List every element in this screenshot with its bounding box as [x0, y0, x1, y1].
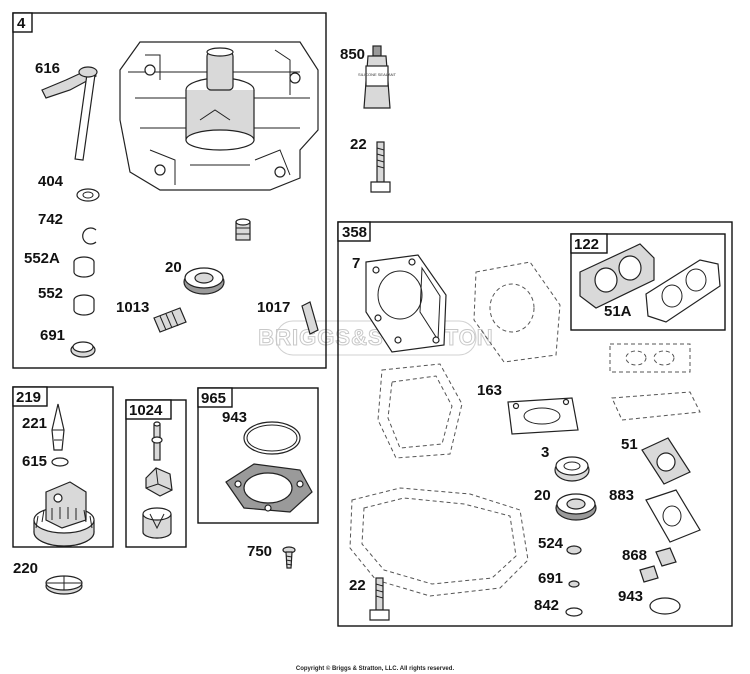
crankcase-gasket-dashed	[349, 487, 529, 597]
cylinder-head-gasket-7	[365, 254, 447, 353]
seal-691-b	[568, 580, 580, 588]
briggs-watermark: BRIGGS&STRATTON	[258, 320, 493, 356]
valve-cover-gasket-dashed	[377, 363, 463, 459]
governor-shaft-616	[41, 66, 98, 161]
label-742: 742	[38, 211, 63, 228]
label-943-b: 943	[618, 588, 643, 605]
crankcase-sump-drawing	[119, 41, 319, 191]
washer-524	[566, 545, 582, 555]
exhaust-gasket-51a	[645, 259, 721, 323]
group-1024-tag	[125, 399, 172, 420]
watermark-text: BRIGGS&STRATTON	[258, 325, 493, 350]
label-22-b: 22	[349, 577, 366, 594]
washer-404	[76, 188, 100, 202]
label-1017: 1017	[257, 299, 290, 316]
group-358: 358 7 122 51A	[337, 221, 733, 627]
label-3: 3	[541, 444, 549, 461]
bolt-22-b	[369, 577, 390, 621]
label-22-a: 22	[350, 136, 367, 153]
bushing-552	[73, 294, 95, 316]
sealant-tube-850: SILICONE SEALANT	[358, 45, 397, 109]
group-965-number: 965	[201, 390, 226, 407]
label-842: 842	[534, 597, 559, 614]
oil-seal-3	[554, 456, 590, 482]
gasket-outline-dashed	[473, 261, 561, 363]
label-51a: 51A	[604, 303, 632, 320]
tube-label: SILICONE SEALANT	[358, 72, 397, 77]
plug-part	[235, 218, 251, 241]
label-524: 524	[538, 535, 564, 552]
group-122-tag	[570, 233, 608, 254]
label-615: 615	[22, 453, 47, 470]
intake-gaskets-dashed	[609, 343, 701, 421]
dipstick-seal-1017	[301, 301, 319, 335]
o-ring-943-b	[649, 597, 681, 615]
group-1024: 1024	[125, 399, 187, 548]
group-219-frame	[12, 386, 114, 548]
label-221: 221	[22, 415, 47, 432]
label-691-b: 691	[538, 570, 563, 587]
seal-691-a	[70, 341, 96, 358]
group-219: 219 221 615	[12, 386, 114, 548]
label-883: 883	[609, 487, 634, 504]
label-691-a: 691	[40, 327, 65, 344]
lifter-part	[142, 507, 172, 539]
label-943-a: 943	[222, 409, 247, 426]
label-220: 220	[13, 560, 38, 577]
label-552a: 552A	[24, 250, 60, 267]
group-219-tag	[12, 386, 48, 407]
label-868: 868	[622, 547, 647, 564]
label-616: 616	[35, 60, 60, 77]
group-4-tag	[12, 12, 33, 33]
washer-615	[51, 457, 69, 467]
governor-gear-220	[45, 575, 83, 595]
group-122-number: 122	[574, 236, 599, 253]
label-750: 750	[247, 543, 272, 560]
gasket-51	[641, 437, 691, 485]
label-552: 552	[38, 285, 63, 302]
group-965-frame	[197, 387, 319, 524]
label-20-b: 20	[534, 487, 551, 504]
pin-part	[151, 421, 163, 461]
label-51: 51	[621, 436, 638, 453]
group-965-tag	[197, 387, 233, 408]
group-358-number: 358	[342, 224, 367, 241]
cam-follower-part	[145, 467, 173, 497]
label-404: 404	[38, 173, 64, 190]
governor-gear-assembly	[33, 481, 95, 547]
dowel-1013	[153, 307, 187, 333]
group-122-frame	[570, 233, 726, 331]
label-20-a: 20	[165, 259, 182, 276]
exhaust-gasket-plate	[579, 243, 655, 309]
group-219-number: 219	[16, 389, 41, 406]
group-4: 4 616 404	[12, 12, 327, 369]
governor-cup-221	[51, 403, 65, 451]
screw-750	[282, 546, 296, 569]
bolt-22-a	[370, 141, 391, 193]
label-163: 163	[477, 382, 502, 399]
washer-842	[565, 607, 583, 617]
copyright-notice: Copyright © Briggs & Stratton, LLC. All …	[296, 665, 455, 672]
gasket-883	[645, 489, 701, 543]
label-850: 850	[340, 46, 365, 63]
label-1013: 1013	[116, 299, 149, 316]
group-358-tag	[337, 221, 371, 242]
label-7: 7	[352, 255, 360, 272]
o-ring-943-a	[243, 421, 301, 455]
group-965: 965 943	[197, 387, 319, 524]
breather-gasket-163	[507, 397, 579, 435]
group-4-frame	[12, 12, 327, 369]
clip-742	[82, 227, 97, 245]
oil-seal-20-b	[555, 493, 597, 521]
gasket-plate-965	[225, 463, 313, 513]
plug-868	[639, 547, 677, 583]
group-4-number: 4	[17, 15, 26, 32]
oil-seal-20-a	[183, 267, 225, 295]
group-358-frame	[337, 221, 733, 627]
group-1024-number: 1024	[129, 402, 163, 419]
bushing-552a	[73, 256, 95, 278]
